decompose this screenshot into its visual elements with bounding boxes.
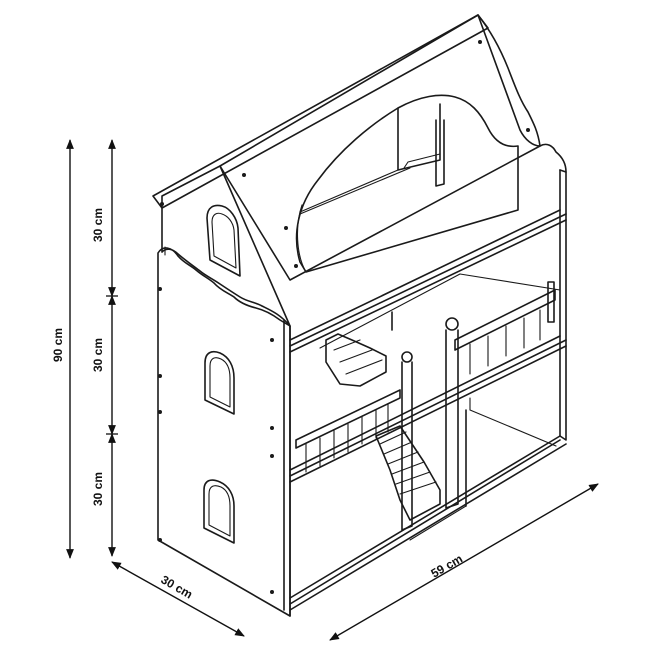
dimension-annotations: 90 cm 30 cm 30 cm 30 cm 30 cm 59 cm bbox=[51, 139, 599, 641]
label-depth: 30 cm bbox=[159, 572, 195, 601]
label-total-height: 90 cm bbox=[51, 328, 65, 362]
roof-left-slope bbox=[152, 14, 489, 209]
left-side-panel bbox=[157, 247, 291, 617]
left-gable bbox=[161, 165, 291, 327]
roof-front-panel bbox=[219, 14, 541, 281]
newel-post bbox=[445, 329, 459, 509]
label-upper-height: 30 cm bbox=[91, 208, 105, 242]
upper-staircase bbox=[325, 333, 387, 387]
label-lower-height: 30 cm bbox=[91, 472, 105, 506]
label-middle-height: 30 cm bbox=[91, 338, 105, 372]
screw-dots bbox=[158, 40, 530, 594]
roof-arch-cutout bbox=[295, 94, 519, 273]
front-frame-right-post bbox=[559, 169, 567, 441]
dollhouse-outline bbox=[152, 14, 567, 617]
bottom-window bbox=[203, 479, 235, 544]
middle-floor-edge bbox=[289, 339, 567, 477]
label-width: 59 cm bbox=[429, 551, 465, 580]
lower-staircase bbox=[375, 425, 441, 521]
roof-right-edge bbox=[477, 14, 567, 173]
top-floor-edge bbox=[289, 213, 567, 347]
middle-window bbox=[204, 350, 235, 415]
balcony-rail-right bbox=[454, 289, 556, 351]
top-window bbox=[206, 204, 241, 277]
width-line bbox=[329, 483, 599, 641]
depth-line bbox=[111, 561, 245, 637]
balcony-rail-left bbox=[295, 389, 401, 449]
top-room-back-wall bbox=[397, 103, 441, 171]
